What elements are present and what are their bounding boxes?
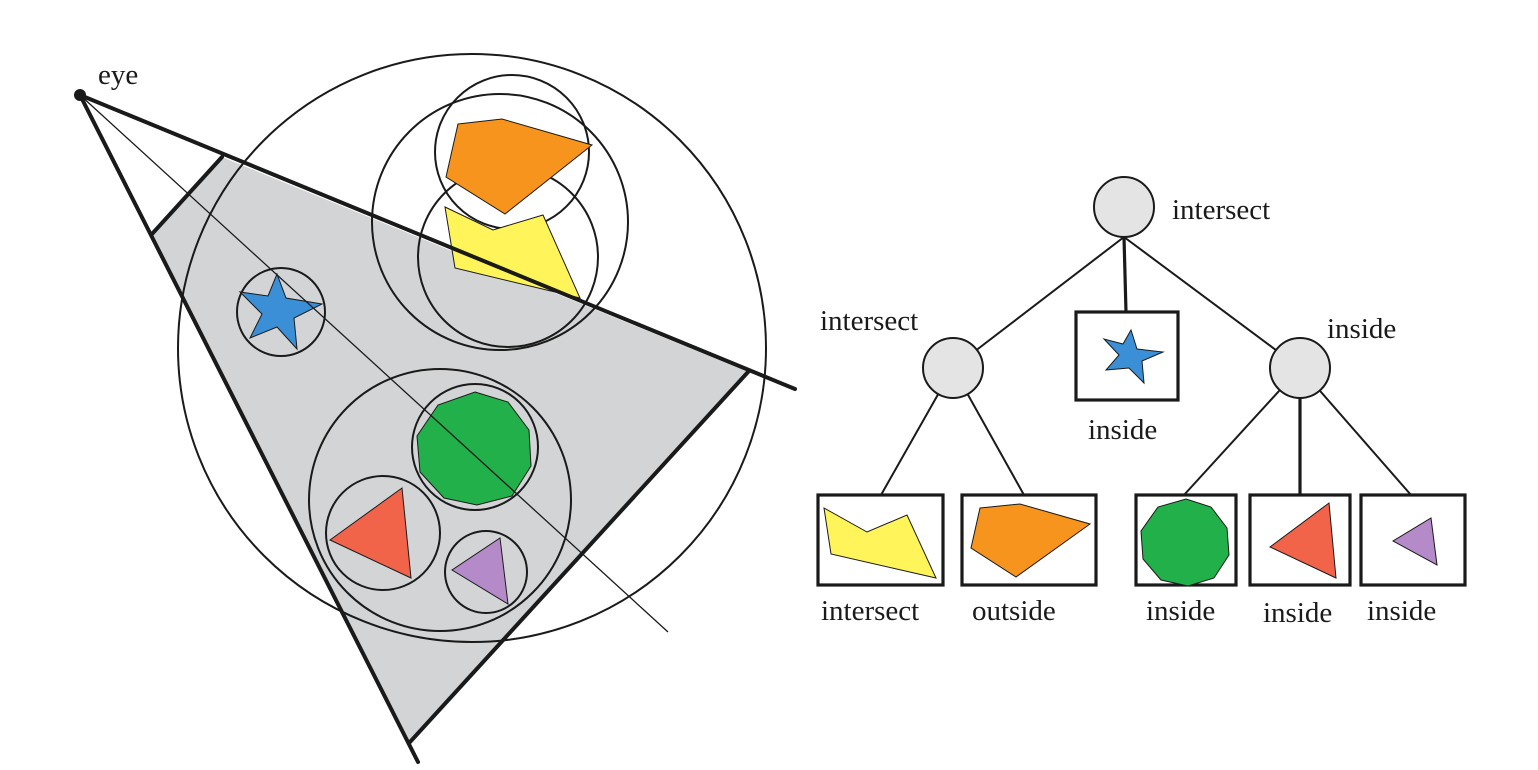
tree-edge-root-left (952, 236, 1125, 369)
tree-leaf-star-label: inside (1088, 414, 1157, 446)
green-bounding-sphere (411, 383, 539, 511)
tree-leaf-yellow-label: intersect (821, 595, 919, 627)
tree-node-root-label: intersect (1172, 194, 1270, 226)
star-bounding-sphere (236, 267, 326, 357)
tree-leaf-star-icon (1102, 328, 1165, 385)
frustum-top-edge (78, 93, 797, 391)
orange-polygon-icon (445, 118, 594, 215)
tree-node-left-label: intersect (820, 305, 918, 337)
tree-leaf-yellow-icon (823, 507, 937, 579)
purple-bounding-sphere (444, 530, 528, 614)
tree-node-right-label: inside (1327, 313, 1396, 345)
view-direction-line (79, 94, 669, 633)
green-nonagon-icon (416, 391, 532, 506)
tree-node-right (1269, 337, 1331, 399)
red-triangle-icon (329, 487, 412, 579)
tree-leaf-green-icon (1140, 498, 1230, 587)
tree-leaf-green-label: inside (1146, 595, 1215, 627)
tree-leaf-purple-icon (1391, 517, 1438, 566)
tree-leaf-orange-label: outside (972, 595, 1056, 627)
upper-group-bounding-sphere (371, 93, 629, 351)
eye-label: eye (98, 59, 138, 91)
tree-leaf-red-icon (1269, 502, 1337, 579)
purple-triangle-icon (451, 537, 509, 605)
frustum-far-plane (408, 370, 750, 744)
tree-edge-root-middle (1122, 236, 1128, 313)
blue-star-icon (238, 272, 324, 351)
tree-node-left (922, 337, 984, 399)
tree-leaf-purple-label: inside (1367, 595, 1436, 627)
tree-node-root (1093, 176, 1155, 238)
tree-leaf-red-label: inside (1263, 597, 1332, 629)
tree-leaf-orange-icon (970, 503, 1092, 578)
tree-edge-root-right (1123, 236, 1301, 369)
yellow-polygon-icon (444, 206, 581, 299)
frustum-near-plane (150, 155, 224, 236)
scene-view: eye (74, 53, 797, 764)
eye-point (74, 89, 86, 101)
frustum-left-edge (78, 93, 420, 764)
root-bounding-sphere (177, 53, 767, 643)
lower-group-bounding-sphere (308, 368, 572, 632)
red-bounding-sphere (325, 475, 441, 591)
bvh-tree: intersect intersect inside inside inters… (816, 176, 1467, 629)
